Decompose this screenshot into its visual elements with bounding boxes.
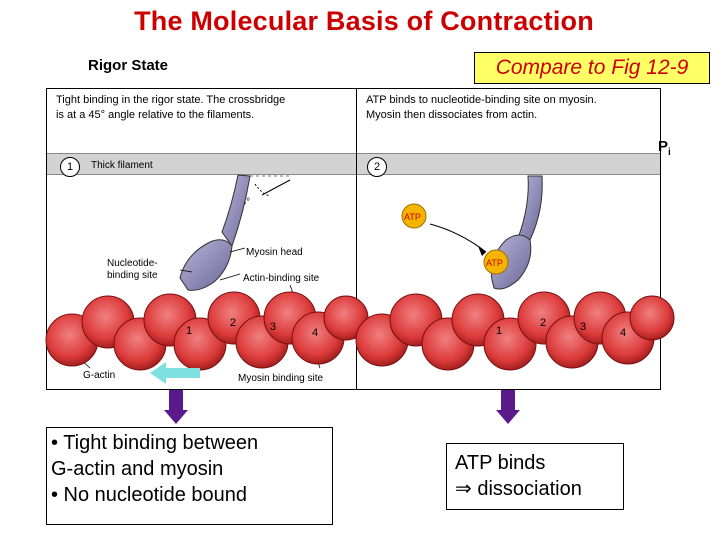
movement-arrow-icon [150, 362, 200, 384]
rigor-summary-box: • Tight binding between G-actin and myos… [46, 427, 333, 525]
rigor-summary-line3: • No nucleotide bound [51, 484, 248, 506]
panel2-caption-line2: Myosin then dissociates from actin. [366, 109, 538, 121]
actin-filament-1 [45, 291, 369, 371]
atp-label-2: ATP [486, 258, 503, 268]
bead-label-4: 4 [312, 327, 318, 339]
down-arrow-icon-2 [496, 390, 520, 424]
g-actin-label: G-actin [83, 370, 116, 381]
bead-label-2: 2 [230, 317, 236, 329]
bead-label-1: 1 [186, 325, 192, 337]
actin-binding-label: Actin-binding site [243, 273, 320, 284]
myosin-head-label: Myosin head [246, 247, 303, 258]
thick-filament-band-2 [357, 153, 660, 175]
bead-label-2-4: 4 [620, 327, 626, 339]
bead-label-2-1: 1 [496, 325, 502, 337]
atp-icon [401, 203, 427, 229]
thick-filament-band [47, 153, 357, 175]
myosin-crossbridge-2 [429, 175, 543, 290]
panel1-caption-line1: Tight binding in the rigor state. The cr… [56, 94, 286, 106]
actin-filament-2 [355, 291, 675, 371]
atp-summary-line2: ⇒ dissociation [455, 478, 582, 500]
myosin-binding-site-label: Myosin binding site [238, 373, 324, 384]
pi-subscript: i [668, 147, 671, 158]
atp-bound-icon [483, 249, 509, 275]
pi-letter: P [658, 138, 669, 155]
rigor-state-label: Rigor State [88, 57, 169, 74]
nucleotide-label-2: binding site [107, 270, 158, 281]
bead-label-3: 3 [270, 321, 276, 333]
atp-summary-box: ATP binds ⇒ dissociation [446, 443, 624, 510]
page-title: The Molecular Basis of Contraction [134, 6, 594, 36]
panel1-caption: Tight binding in the rigor state. The cr… [56, 93, 285, 123]
panel2-caption-line1: ATP binds to nucleotide-binding site on … [366, 94, 597, 106]
bead-label-2-2: 2 [540, 317, 546, 329]
bead-label-2-3: 3 [580, 321, 586, 333]
actin-bead [629, 295, 675, 341]
down-arrow-icon [164, 390, 188, 424]
rigor-summary-line1: • Tight binding between [51, 432, 259, 454]
nucleotide-label-1: Nucleotide- [107, 258, 158, 269]
step-number-2: 2 [367, 157, 387, 177]
compare-note: Compare to Fig 12-9 [474, 52, 710, 84]
atp-label-1: ATP [404, 212, 421, 222]
panel1-caption-line2: is at a 45° angle relative to the filame… [56, 109, 255, 121]
phosphate-label: Pi [658, 138, 671, 158]
rigor-summary-line2: G-actin and myosin [51, 458, 224, 480]
thick-filament-label: Thick filament [91, 160, 153, 171]
step-number-1: 1 [60, 157, 80, 177]
panel2-caption: ATP binds to nucleotide-binding site on … [366, 93, 597, 123]
atp-summary-line1: ATP binds [455, 452, 546, 474]
